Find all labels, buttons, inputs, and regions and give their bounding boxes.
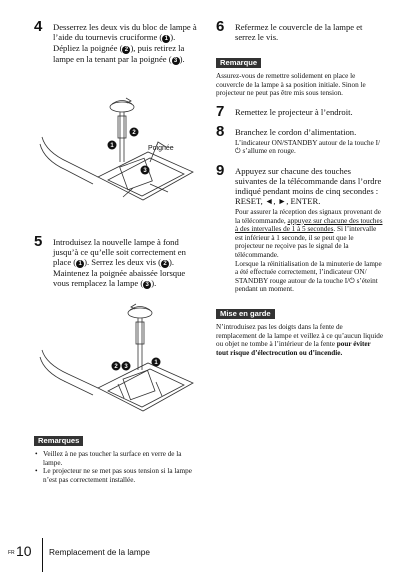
mise-en-garde-box: Mise en garde N’introduisez pas les doig… [216, 303, 384, 357]
circled-1-icon: 1 [162, 35, 171, 43]
step-8-number: 8 [216, 122, 225, 140]
circled-1-icon: 1 [76, 260, 85, 268]
circled-2-icon: 2 [160, 260, 169, 268]
left-column: 4 Desserrez les deux vis du bloc de lamp… [34, 18, 199, 65]
step-4-text: Desserrez les deux vis du bloc de lampe … [53, 22, 197, 65]
language-code: FR [8, 550, 15, 556]
step-8-text: Branchez le cordon d’alimentation. [235, 126, 357, 137]
step-5-number: 5 [34, 233, 43, 250]
poignee-label: Poignée [148, 145, 174, 152]
page-footer: FR 10 Remplacement de la lampe [8, 538, 308, 572]
remarques-box: Remarques Veillez à ne pas toucher la su… [34, 430, 202, 484]
step-8-sub: L’indicateur ON/STANDBY autour de la tou… [235, 138, 381, 156]
callout-1: 1 [110, 143, 114, 149]
circled-3-icon: 3 [171, 57, 180, 65]
page-number: 10 [16, 543, 32, 559]
step-8: 8 Branchez le cordon d’alimentation. L’i… [216, 122, 384, 156]
callout-3: 3 [143, 168, 147, 174]
step-7: 7 Remettez le projecteur à l’endroit. [216, 102, 384, 120]
step-9-sub: Pour assurer la réception des signaux pr… [235, 207, 383, 259]
remarques-list: Veillez à ne pas toucher la surface en v… [34, 450, 202, 484]
footer-divider [42, 538, 43, 572]
list-item: Veillez à ne pas toucher la surface en v… [35, 450, 202, 467]
remarque-title: Remarque [216, 58, 262, 68]
callout-2a: 2 [114, 364, 118, 370]
callout-3a: 3 [124, 364, 128, 370]
remarque-text: Assurez-vous de remettre solidement en p… [216, 72, 366, 98]
step-9-number: 9 [216, 161, 225, 179]
lamp-install-illustration: 2 3 1 [38, 298, 198, 423]
remarque-box: Remarque Assurez-vous de remettre solide… [216, 52, 384, 98]
step-9-sub2: Lorsque la réinitialisation de la minute… [235, 259, 382, 294]
mise-en-garde-text: N’introduisez pas les doigts dans la fen… [216, 322, 384, 357]
left-column-lower: 5 Introduisez la nouvelle lampe à fond j… [34, 233, 199, 289]
step-6-number: 6 [216, 18, 225, 35]
step-5: 5 Introduisez la nouvelle lampe à fond j… [34, 233, 199, 289]
remarques-title: Remarques [34, 436, 84, 446]
callout-2: 2 [132, 130, 136, 136]
circled-2-icon: 2 [122, 46, 131, 54]
mise-en-garde-title: Mise en garde [216, 308, 275, 319]
step-6-text: Refermez le couvercle de la lampe et ser… [235, 22, 363, 42]
step-5-text: Introduisez la nouvelle lampe à fond jus… [53, 237, 186, 289]
step-7-text: Remettez le projecteur à l’endroit. [235, 106, 353, 117]
step-9: 9 Appuyez sur chacune des touches suivan… [216, 161, 384, 294]
lamp-removal-illustration: 1 2 3 Poignée [38, 92, 198, 222]
step-7-number: 7 [216, 102, 225, 120]
footer-title: Remplacement de la lampe [49, 547, 150, 557]
right-column: 6 Refermez le couvercle de la lampe et s… [216, 18, 384, 357]
step-4: 4 Desserrez les deux vis du bloc de lamp… [34, 18, 199, 65]
list-item: Le projecteur ne se met pas sous tension… [35, 467, 202, 484]
step-6: 6 Refermez le couvercle de la lampe et s… [216, 18, 384, 43]
step-4-number: 4 [34, 18, 43, 35]
callout-1a: 1 [154, 360, 158, 366]
step-9-text: Appuyez sur chacune des touches suivante… [235, 165, 382, 206]
circled-3-icon: 3 [143, 281, 152, 289]
